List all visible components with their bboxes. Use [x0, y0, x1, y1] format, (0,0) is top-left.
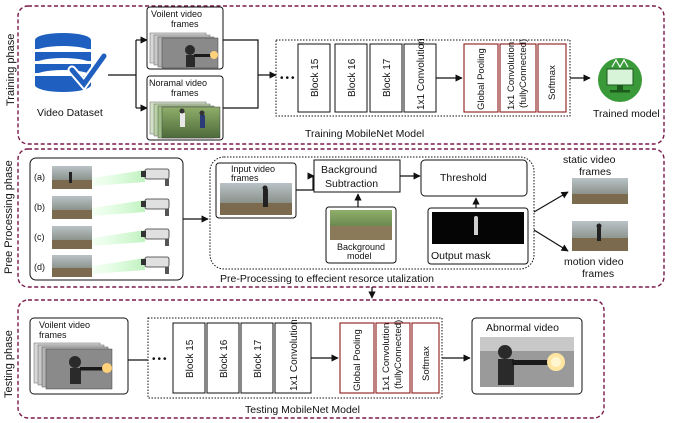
testing-phase-label: Testing phase [3, 330, 15, 398]
testing-violent-line1: Voilent video [39, 320, 90, 330]
violent-frames-line2: frames [171, 19, 199, 29]
static-frames-line2: frames [579, 166, 611, 178]
camera-label-d: (d) [34, 262, 45, 272]
testing-block-15: Block 15 [185, 339, 196, 378]
output-mask-card: Output mask [427, 207, 529, 265]
input-to-subtraction-arrow [296, 172, 315, 191]
camera-label-c: (c) [34, 232, 45, 242]
motion-frames-line2: frames [582, 268, 614, 280]
cctv-camera-icon [141, 256, 170, 274]
background-model-line2: model [347, 251, 372, 261]
static-frames-line1: static video [563, 154, 616, 166]
training-phase-border [17, 5, 665, 145]
training-ellipsis: ••• [280, 73, 297, 84]
training-global-pooling: Global Pooling [476, 48, 487, 110]
cctv-camera-icon [141, 198, 170, 216]
training-block-16: Block 16 [347, 58, 358, 97]
subtraction-line1: Background [321, 164, 377, 176]
video-dataset-label: Video Dataset [37, 107, 103, 119]
preprocessing-phase: Pree Processing phase (a) (b) [3, 148, 665, 288]
preprocessing-container [209, 156, 535, 270]
input-frames-card: Input video frames [215, 162, 297, 219]
training-conv-1x1: 1x1 Convolution [416, 38, 427, 110]
testing-block-16: Block 16 [219, 339, 230, 378]
testing-head: Global Pooling 1x1 Convolution (fullyCon… [339, 320, 440, 394]
training-caption: Training MobileNet Model [305, 128, 424, 140]
training-phase-label: Training phase [5, 34, 17, 106]
training-head: Global Pooling 1x1 Convolution (fullyCon… [463, 39, 567, 113]
testing-violent-frames-card: Voilent video frames [29, 317, 129, 395]
normal-frame-stack [149, 101, 221, 139]
threshold-box: Threshold [420, 159, 528, 197]
violent-frame-stack [149, 32, 219, 69]
subtraction-line2: Subtraction [325, 178, 378, 190]
preprocessing-phase-border [17, 148, 665, 288]
testing-phase: Testing phase Voilent video frames ••• [3, 299, 605, 419]
camera-row-a: (a) [34, 166, 170, 189]
background-model-card: Background model [325, 206, 397, 264]
training-blocks: Block 15 Block 16 Block 17 1x1 Convoluti… [297, 38, 437, 113]
camera-row-d: (d) [34, 255, 170, 277]
testing-violent-line2: frames [39, 330, 67, 340]
training-mobilenet-container [275, 39, 571, 117]
testing-ellipsis: ••• [152, 354, 169, 365]
merge-line [223, 39, 259, 109]
training-block-17: Block 17 [382, 58, 393, 97]
cctv-camera-icon [141, 228, 170, 246]
normal-frames-line2: frames [171, 88, 199, 98]
training-phase: Training phase Video Dataset Voilent vid… [5, 5, 665, 145]
trained-model-label: Trained model [593, 108, 660, 120]
training-block-15: Block 15 [310, 58, 321, 97]
background-subtraction-box: Background Subtraction [313, 159, 401, 193]
testing-softmax: Softmax [421, 346, 432, 381]
database-icon [35, 33, 109, 92]
input-frames-line2: frames [231, 173, 259, 183]
testing-frame-stack [33, 342, 113, 390]
output-mask-label: Output mask [431, 250, 491, 262]
testing-fc-line1: 1x1 Convolution [381, 323, 392, 391]
abnormal-video-label: Abnormal video [486, 322, 559, 334]
training-fc-line2: (fullyConnected) [518, 39, 529, 108]
testing-global-pooling: Global Pooling [352, 329, 363, 391]
to-motion-arrow [533, 229, 569, 252]
testing-phase-border [17, 299, 605, 419]
trained-model-icon [598, 58, 642, 102]
motion-frames: motion video frames [564, 221, 628, 280]
to-static-arrow [533, 191, 569, 213]
background-model-line1: Background [337, 242, 385, 252]
testing-fc-line2: (fullyConnected) [393, 320, 404, 389]
camera-row-c: (c) [34, 226, 170, 249]
camera-row-b: (b) [34, 196, 170, 219]
testing-blocks: Block 15 Block 16 Block 17 1x1 Convoluti… [172, 319, 312, 394]
testing-caption: Testing MobileNet Model [245, 404, 360, 416]
cctv-camera-icon [141, 168, 170, 186]
testing-conv-1x1: 1x1 Convolution [289, 319, 300, 391]
preprocessing-phase-label: Pree Processing phase [3, 160, 15, 274]
abnormal-video-card: Abnormal video [471, 317, 583, 395]
normal-frames-card: Noramal video frames [146, 75, 224, 141]
static-frames: static video frames [563, 154, 628, 204]
normal-frames-line1: Noramal video [149, 78, 207, 88]
camera-label-b: (b) [34, 202, 45, 212]
training-softmax: Softmax [547, 65, 558, 100]
motion-frames-line1: motion video [564, 256, 624, 268]
preprocessing-caption: Pre-Processing to effecient resorce utal… [220, 273, 434, 285]
threshold-label: Threshold [440, 172, 487, 184]
camera-label-a: (a) [34, 172, 45, 182]
testing-block-17: Block 17 [253, 339, 264, 378]
violent-frames-line1: Voilent video [151, 9, 202, 19]
input-frames-line1: Input video [231, 164, 275, 174]
violent-frames-card: Voilent video frames [146, 6, 224, 70]
training-fc-line1: 1x1 Convolution [506, 42, 517, 110]
